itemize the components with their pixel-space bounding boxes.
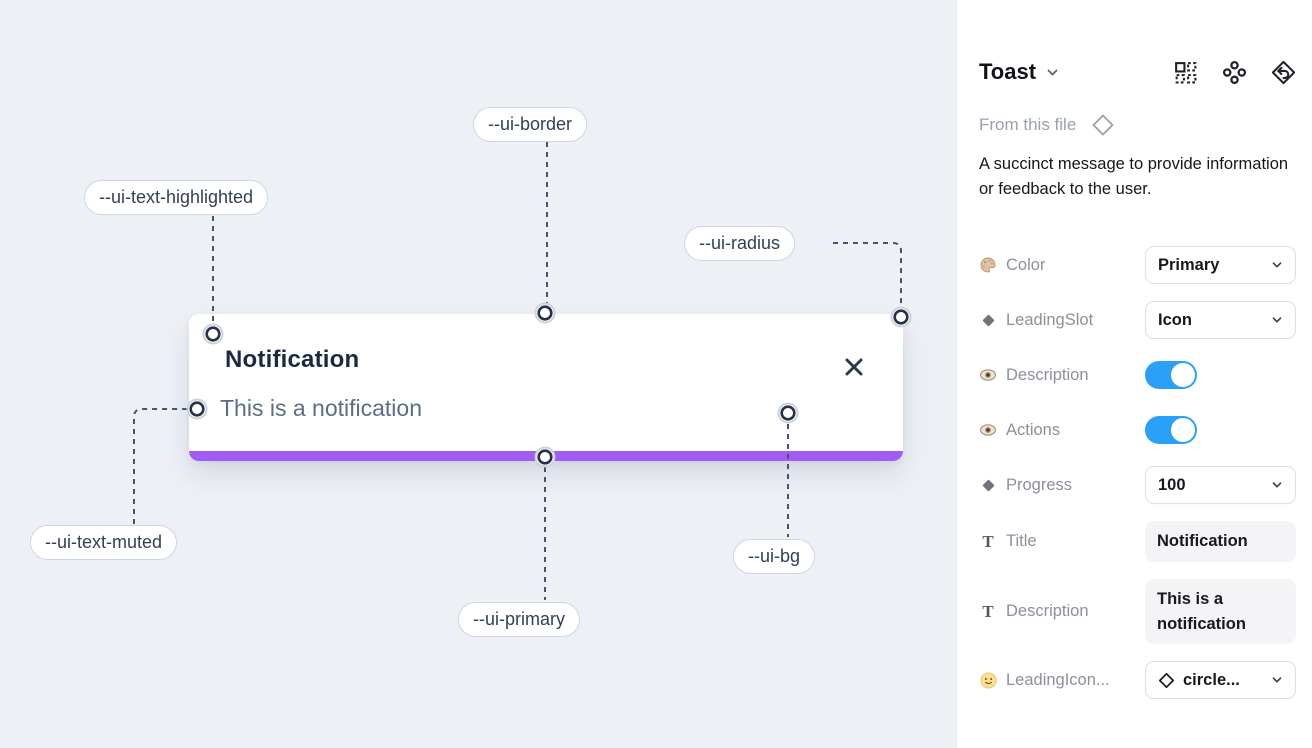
- component-icon[interactable]: [1222, 60, 1247, 85]
- source-label: From this file: [979, 115, 1077, 134]
- diamond-outline-icon: [1158, 672, 1175, 689]
- toggle-knob: [1171, 418, 1195, 443]
- props-list: Color Primary LeadingSlot: [979, 246, 1296, 700]
- text-type-icon: T: [982, 601, 994, 621]
- prop-row-description-field: T Description This is a notification: [979, 578, 1296, 645]
- return-to-source-icon[interactable]: [1271, 60, 1296, 85]
- description-text-field[interactable]: This is a notification: [1145, 578, 1296, 645]
- prop-row-title: T Title Notification: [979, 521, 1296, 562]
- component-description: A succinct message to provide informatio…: [979, 155, 1289, 199]
- palette-icon: [979, 256, 997, 274]
- prop-row-leading-icon: LeadingIcon... circle...: [979, 661, 1296, 700]
- panel-header: Toast: [979, 57, 1296, 87]
- prop-label-progress: Progress: [1006, 475, 1073, 494]
- var-pill-ui-primary[interactable]: --ui-primary: [458, 602, 580, 638]
- toggle-knob: [1171, 363, 1195, 388]
- diamond-outline-icon: [1090, 112, 1116, 138]
- eye-icon: [979, 421, 997, 439]
- connector-line-text-muted: [133, 408, 187, 524]
- prop-row-color: Color Primary: [979, 246, 1296, 285]
- title-text-field[interactable]: Notification: [1145, 521, 1296, 562]
- design-canvas[interactable]: Notification This is a notification: [0, 0, 956, 748]
- leading-slot-select-value: Icon: [1158, 310, 1192, 329]
- prop-row-actions-toggle: Actions: [979, 411, 1296, 449]
- text-type-icon: T: [982, 531, 994, 551]
- close-icon[interactable]: [843, 356, 865, 378]
- prop-row-description-toggle: Description: [979, 356, 1296, 394]
- toast-component[interactable]: Notification This is a notification: [189, 314, 903, 461]
- progress-select[interactable]: 100: [1145, 466, 1296, 505]
- progress-select-value: 100: [1158, 475, 1186, 494]
- source-row: From this file: [979, 111, 1296, 139]
- header-icon-group: [1173, 60, 1296, 85]
- prop-label-description-toggle: Description: [1006, 365, 1089, 384]
- prop-label-title: Title: [1006, 532, 1037, 551]
- var-pill-ui-text-muted[interactable]: --ui-text-muted: [30, 525, 178, 561]
- description-toggle[interactable]: [1145, 361, 1197, 390]
- prop-row-leading-slot: LeadingSlot Icon: [979, 301, 1296, 340]
- chevron-down-icon: [1271, 314, 1283, 326]
- properties-panel: Toast: [956, 0, 1312, 748]
- diamond-icon: [979, 476, 997, 494]
- chevron-down-icon: [1271, 479, 1283, 491]
- connector-line-radius: [833, 242, 902, 307]
- component-name[interactable]: Toast: [979, 59, 1037, 84]
- prop-label-description-field: Description: [1006, 602, 1089, 621]
- instance-grid-icon[interactable]: [1173, 60, 1198, 85]
- smiley-icon: [979, 671, 997, 689]
- color-select[interactable]: Primary: [1145, 246, 1296, 285]
- var-pill-ui-text-highlighted[interactable]: --ui-text-highlighted: [84, 180, 269, 216]
- chevron-down-icon: [1271, 674, 1283, 686]
- prop-row-progress: Progress 100: [979, 466, 1296, 505]
- leading-icon-select[interactable]: circle...: [1145, 661, 1296, 700]
- leading-icon-select-value: circle...: [1183, 670, 1240, 689]
- toast-description: This is a notification: [220, 395, 422, 421]
- color-select-value: Primary: [1158, 255, 1220, 274]
- actions-toggle[interactable]: [1145, 416, 1197, 445]
- eye-icon: [979, 366, 997, 384]
- chevron-down-icon[interactable]: [1046, 66, 1059, 79]
- var-pill-ui-bg[interactable]: --ui-bg: [733, 539, 816, 575]
- prop-label-leading-icon: LeadingIcon...: [1006, 670, 1110, 689]
- var-pill-ui-border[interactable]: --ui-border: [473, 107, 588, 143]
- prop-label-color: Color: [1006, 255, 1046, 274]
- var-pill-ui-radius[interactable]: --ui-radius: [684, 226, 796, 262]
- chevron-down-icon: [1271, 259, 1283, 271]
- leading-slot-select[interactable]: Icon: [1145, 301, 1296, 340]
- toast-title: Notification: [225, 346, 360, 373]
- diamond-icon: [979, 311, 997, 329]
- toast-progress-bar: [189, 451, 903, 461]
- prop-label-actions-toggle: Actions: [1006, 420, 1061, 439]
- prop-label-leading-slot: LeadingSlot: [1006, 310, 1094, 329]
